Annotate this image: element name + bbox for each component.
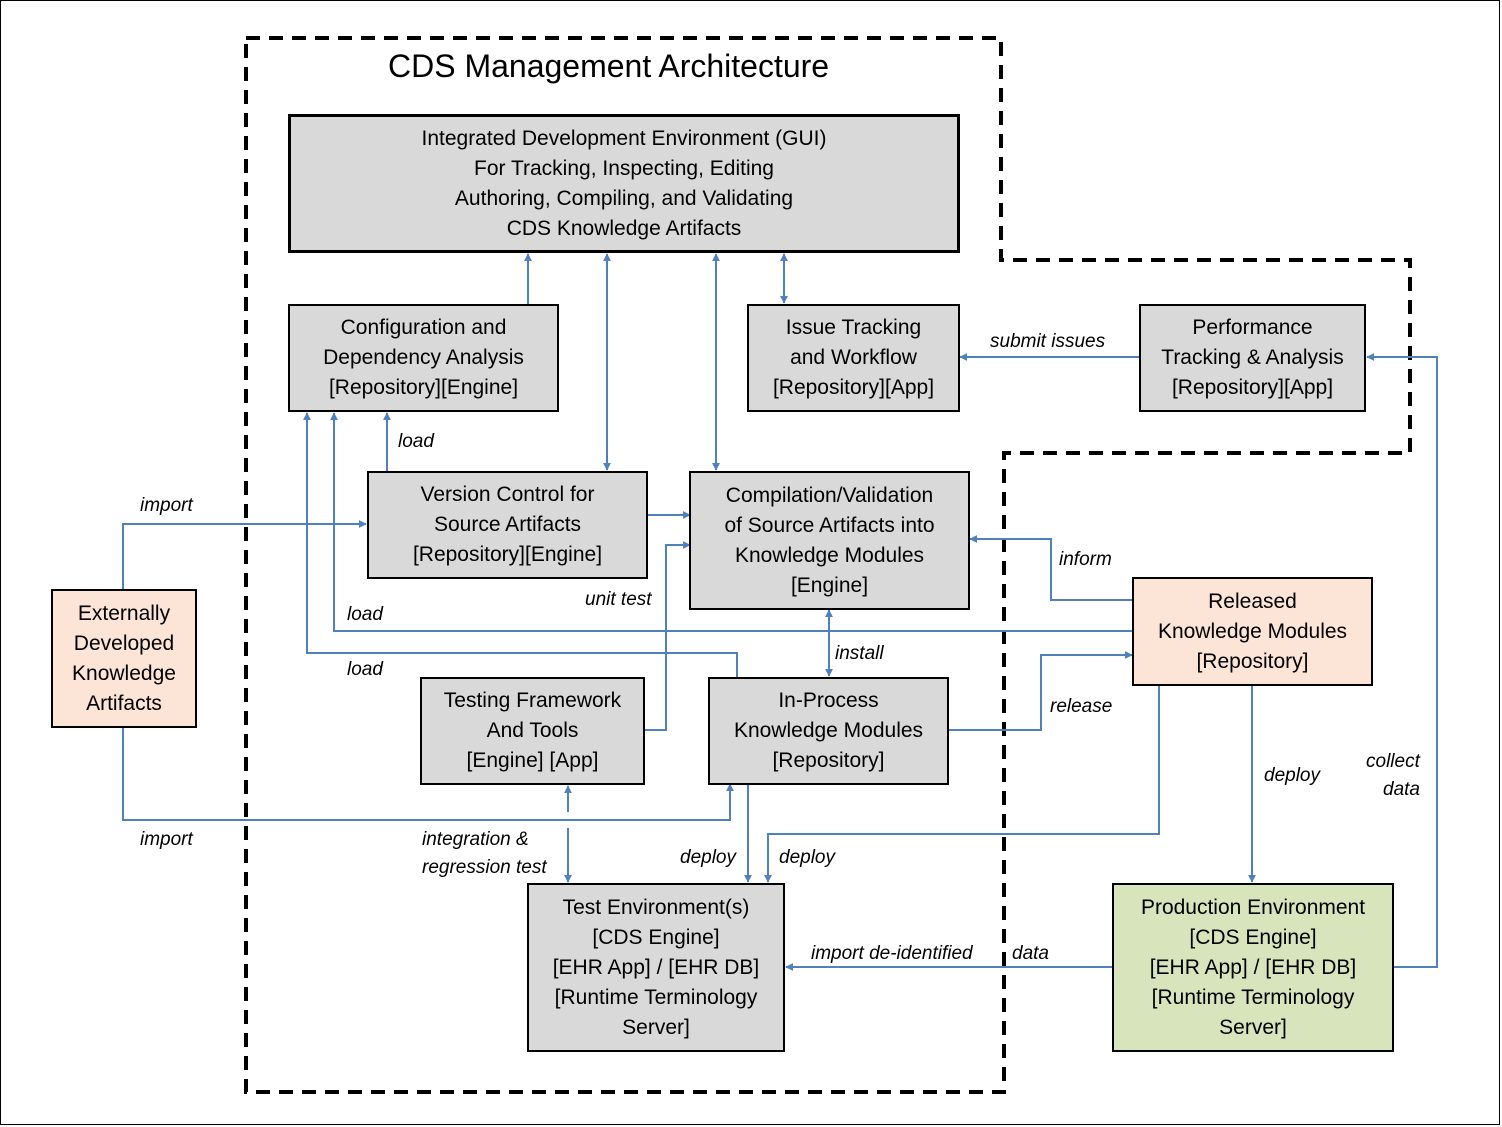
- architecture-boundary: [244, 36, 1412, 1094]
- performance-line: [Repository][App]: [1171, 376, 1334, 399]
- arrow-import-version: [122, 520, 367, 590]
- ide-box: Integrated Development Environment (GUI)…: [288, 114, 960, 253]
- external-line: Developed: [73, 631, 175, 655]
- label-install: install: [835, 643, 884, 664]
- production-line: [EHR App] / [EHR DB]: [1149, 955, 1357, 979]
- external-line: Knowledge: [72, 661, 176, 685]
- released-modules-box: Released Knowledge Modules [Repository]: [1132, 577, 1373, 686]
- config-line: Dependency Analysis: [323, 346, 524, 369]
- diagram-title: CDS Management Architecture: [388, 48, 830, 84]
- production-line: Production Environment: [1140, 895, 1366, 919]
- issue-tracking-box: Issue Tracking and Workflow [Repository]…: [747, 304, 960, 412]
- external-line: Artifacts: [86, 691, 162, 715]
- arrow-unit-test: [645, 541, 691, 731]
- version-control-box: Version Control for Source Artifacts [Re…: [367, 471, 648, 579]
- testenv-line: Server]: [622, 1015, 690, 1039]
- label-load-inprocess: load: [347, 659, 383, 680]
- label-inform: inform: [1059, 549, 1112, 570]
- label-unit-test: unit test: [585, 589, 652, 610]
- label-collect-data: data: [1383, 779, 1420, 800]
- released-line: [Repository]: [1196, 649, 1309, 673]
- version-line: Version Control for: [420, 483, 595, 506]
- ide-line: CDS Knowledge Artifacts: [506, 216, 742, 240]
- testing-framework-box: Testing Framework And Tools [Engine] [Ap…: [420, 677, 645, 785]
- production-line: [CDS Engine]: [1189, 925, 1317, 949]
- label-import-deidentified: import de-identified: [811, 943, 973, 964]
- testenv-line: [EHR App] / [EHR DB]: [552, 955, 760, 979]
- inprocess-line: Knowledge Modules: [733, 719, 924, 742]
- label-integration: integration &: [422, 829, 529, 850]
- testenv-line: [Runtime Terminology: [554, 985, 758, 1009]
- production-environment-box: Production Environment [CDS Engine] [EHR…: [1112, 883, 1394, 1052]
- issue-line: Issue Tracking: [785, 316, 922, 339]
- testing-line: Testing Framework: [443, 689, 622, 712]
- compilation-line: Knowledge Modules: [734, 543, 925, 567]
- ide-line: Authoring, Compiling, and Validating: [454, 186, 794, 210]
- production-line: [Runtime Terminology: [1151, 985, 1355, 1009]
- compilation-line: of Source Artifacts into: [724, 513, 935, 537]
- in-process-modules-box: In-Process Knowledge Modules [Repository…: [708, 677, 949, 785]
- released-line: Released: [1208, 589, 1297, 613]
- compilation-line: [Engine]: [790, 573, 869, 597]
- version-line: [Repository][Engine]: [412, 543, 603, 566]
- ide-line: For Tracking, Inspecting, Editing: [474, 156, 774, 180]
- inprocess-line: In-Process: [778, 689, 879, 712]
- arrow-released-load-config: [330, 412, 1132, 632]
- testing-line: [Engine] [App]: [466, 749, 599, 772]
- compilation-validation-box: Compilation/Validation of Source Artifac…: [689, 471, 970, 610]
- version-line: Source Artifacts: [433, 513, 582, 536]
- label-release: release: [1050, 696, 1113, 717]
- testenv-line: Test Environment(s): [562, 895, 750, 919]
- testenv-line: [CDS Engine]: [592, 925, 720, 949]
- test-environment-box: Test Environment(s) [CDS Engine] [EHR Ap…: [527, 883, 785, 1052]
- arrow-import-inprocess: [122, 728, 734, 821]
- label-submit-issues: submit issues: [990, 331, 1106, 352]
- arrow-released-deploy-test-env: [764, 686, 1160, 883]
- performance-tracking-box: Performance Tracking & Analysis [Reposit…: [1139, 304, 1366, 412]
- external-artifacts-box: Externally Developed Knowledge Artifacts: [51, 589, 197, 728]
- label-collect: collect: [1366, 751, 1420, 772]
- label-import-top: import: [140, 495, 193, 516]
- issue-line: [Repository][App]: [772, 376, 935, 399]
- inprocess-line: [Repository]: [772, 749, 885, 772]
- performance-line: Performance: [1192, 316, 1313, 339]
- config-line: [Repository][Engine]: [328, 376, 519, 399]
- label-deploy-production: deploy: [1264, 765, 1320, 786]
- config-line: Configuration and: [340, 316, 507, 339]
- external-line: Externally: [77, 601, 171, 625]
- ide-line: Integrated Development Environment (GUI): [421, 126, 827, 150]
- label-deidentified-data: data: [1012, 943, 1049, 964]
- label-load-version: load: [398, 431, 434, 452]
- compilation-line: Compilation/Validation: [725, 483, 934, 507]
- label-deploy-left: deploy: [680, 847, 736, 868]
- label-regression-test: regression test: [422, 857, 547, 878]
- released-line: Knowledge Modules: [1157, 619, 1348, 643]
- production-line: Server]: [1219, 1015, 1287, 1039]
- label-import-bottom: import: [140, 829, 193, 850]
- testing-line: And Tools: [486, 719, 579, 742]
- config-dependency-box: Configuration and Dependency Analysis [R…: [288, 304, 559, 412]
- arrow-inform: [969, 535, 1132, 601]
- label-load-released: load: [347, 604, 383, 625]
- label-deploy-mid: deploy: [779, 847, 835, 868]
- performance-line: Tracking & Analysis: [1161, 346, 1344, 369]
- issue-line: and Workflow: [790, 346, 917, 369]
- arrow-release: [949, 651, 1133, 731]
- arrow-collect-data: [1366, 353, 1438, 968]
- arrow-inprocess-load-config: [303, 412, 738, 678]
